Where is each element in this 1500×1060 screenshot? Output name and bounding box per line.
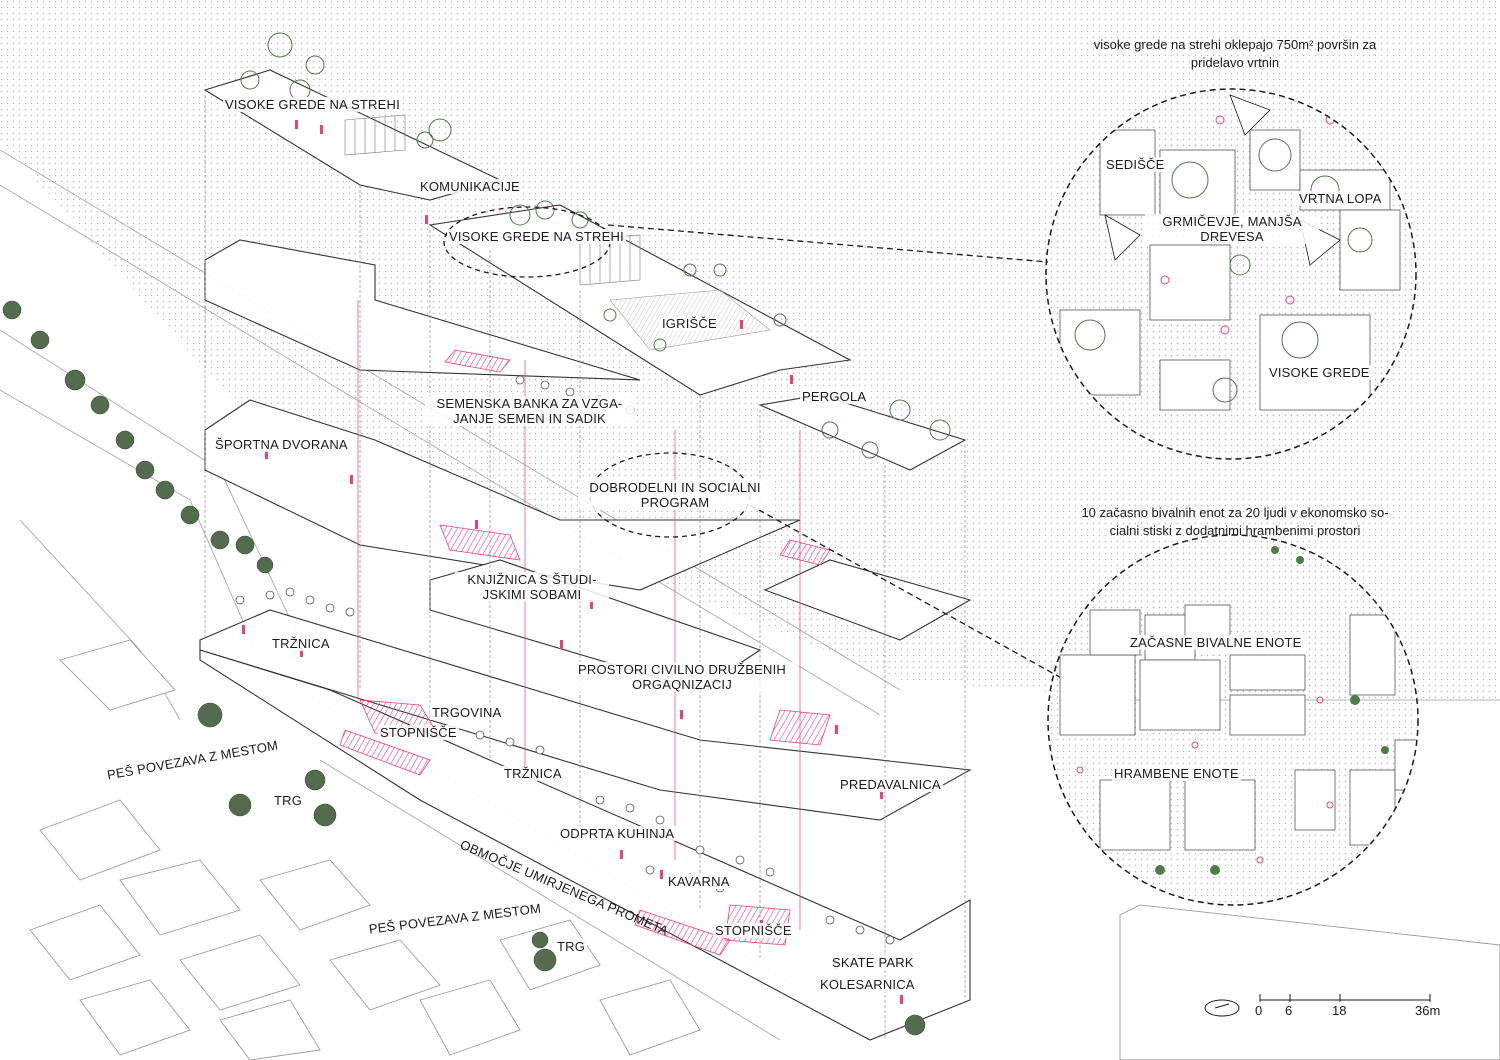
housing-detail-circle (1047, 534, 1419, 906)
city-blocks (29, 639, 701, 1060)
roof-detail-circle (1045, 88, 1417, 460)
label-visoke-grede-2: VISOKE GREDE NA STREHI (447, 229, 626, 244)
neighbor-building (1119, 904, 1500, 1060)
scale-tick-0: 0 (1255, 1003, 1263, 1018)
roof-planters (344, 114, 641, 286)
label-stopnisce-1: STOPNIŠČE (378, 725, 459, 740)
detail-label-grmicevje: GRMIČEVJE, MANJŠA DREVESA (1145, 214, 1319, 244)
label-predavalnica: PREDAVALNICA (838, 777, 943, 792)
label-pergola: PERGOLA (800, 389, 869, 404)
scale-bar (1259, 994, 1431, 1002)
north-arrow-icon (1204, 999, 1240, 1017)
label-sportna: ŠPORTNA DVORANA (213, 437, 350, 452)
label-visoke-grede-1: VISOKE GREDE NA STREHI (223, 97, 402, 112)
detail-label-hrambene: HRAMBENE ENOTE (1112, 766, 1241, 781)
scale-tick-18: 18 (1332, 1003, 1347, 1018)
label-odprta-kuhinja: ODPRTA KUHINJA (558, 826, 677, 841)
label-prostori: PROSTORI CIVILNO DRUŽBENIH ORGAQNIZACIJ (565, 662, 799, 692)
trees (2, 300, 926, 1036)
label-semenska: SEMENSKA BANKA ZA VZGA- JANJE SEMEN IN S… (425, 396, 634, 426)
label-trg-2: TRG (555, 939, 588, 954)
label-stopnisce-2: STOPNIŠČE (713, 923, 794, 938)
scale-tick-6: 6 (1285, 1003, 1293, 1018)
leader-lines (607, 224, 1066, 681)
label-kavarna: KAVARNA (666, 874, 732, 889)
detail-label-zacasne: ZAČASNE BIVALNE ENOTE (1128, 635, 1304, 650)
label-trznica-1: TRŽNICA (270, 636, 332, 651)
label-trgovina: TRGOVINA (430, 705, 504, 720)
detail-label-vrtna-lopa: VRTNA LOPA (1297, 191, 1384, 206)
housing-note: 10 začasno bivalnih enot za 20 ljudi v e… (1081, 505, 1389, 538)
label-skate-park: SKATE PARK (830, 955, 916, 970)
label-igrisce: IGRIŠČE (660, 316, 719, 331)
detail-label-sedisce: SEDIŠČE (1104, 157, 1167, 172)
label-trg-1: TRG (272, 793, 305, 808)
detail-label-visoke-grede: VISOKE GREDE (1267, 365, 1372, 380)
label-trznica-2: TRŽNICA (502, 766, 564, 781)
label-komunikacije: KOMUNIKACIJE (418, 179, 522, 194)
label-kolesarnica: KOLESARNICA (818, 977, 917, 992)
scale-tick-36m: 36m (1415, 1003, 1441, 1018)
label-knjiznica: KNJIŽNICA S ŠTUDI- JSKIMI SOBAMI (455, 572, 609, 602)
roof-note: visoke grede na strehi oklepajo 750m² po… (1093, 37, 1377, 70)
label-dobrodelni: DOBRODELNI IN SOCIALNI PROGRAM (578, 480, 772, 510)
